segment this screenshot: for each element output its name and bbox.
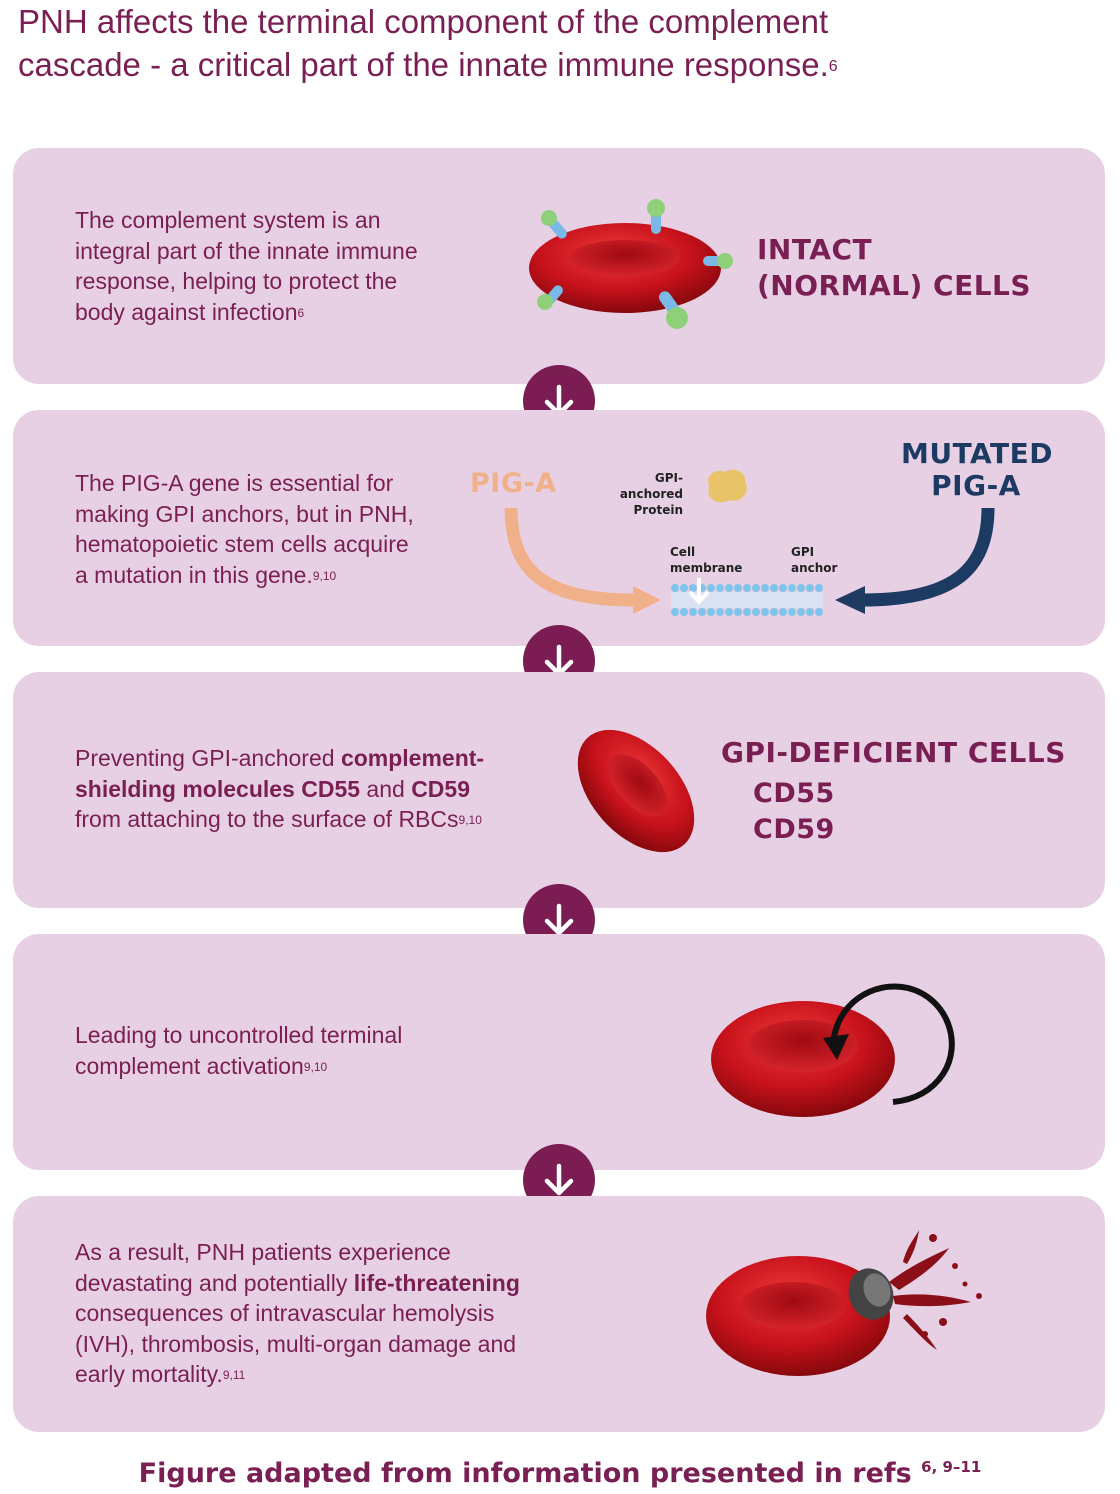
mutated-pig-a-label: MUTATED PIG-A bbox=[901, 437, 1053, 502]
step-panel-4: Leading to uncontrolled terminal complem… bbox=[13, 934, 1105, 1170]
arrow-down-icon bbox=[544, 903, 574, 936]
step-3-text: Preventing GPI-anchored complement- shie… bbox=[75, 745, 485, 832]
step-panel-5: As a result, PNH patients experience dev… bbox=[13, 1196, 1105, 1432]
step-2-text: The PIG-A gene is essential for making G… bbox=[75, 470, 414, 588]
rotation-arrow-icon bbox=[830, 983, 955, 1105]
cell-membrane-label: Cell membrane bbox=[670, 545, 743, 575]
step-panel-1: The complement system is an integral par… bbox=[13, 148, 1105, 384]
step-panel-3: Preventing GPI-anchored complement- shie… bbox=[13, 672, 1105, 908]
intact-cells-label: INTACT (NORMAL) CELLS bbox=[757, 233, 1032, 302]
arrow-down-icon bbox=[544, 1163, 574, 1196]
step-5-text: As a result, PNH patients experience dev… bbox=[75, 1239, 520, 1387]
pig-a-label: PIG-A bbox=[470, 468, 557, 499]
pig-a-pathway-diagram bbox=[504, 507, 995, 616]
pig-a-curved-arrow bbox=[504, 507, 634, 607]
cd55-label: CD55 bbox=[753, 778, 835, 809]
gpi-deficient-red-blood-cell-icon bbox=[577, 729, 695, 853]
hemolysis-red-blood-cell-icon bbox=[706, 1230, 982, 1376]
step-4-text: Leading to uncontrolled terminal complem… bbox=[75, 1022, 403, 1079]
figure-source-footer: Figure adapted from information presente… bbox=[138, 1458, 982, 1489]
title-line-1: PNH affects the terminal component of th… bbox=[18, 3, 829, 40]
activated-red-blood-cell-icon bbox=[711, 983, 955, 1117]
title-ref: 6 bbox=[828, 58, 838, 75]
intact-red-blood-cell-icon bbox=[529, 199, 733, 329]
gpi-anchor-label: GPI anchor bbox=[791, 545, 838, 575]
page-title: PNH affects the terminal component of th… bbox=[18, 0, 1018, 86]
step-1-text: The complement system is an integral par… bbox=[75, 207, 418, 325]
title-line-2: cascade - a critical part of the innate … bbox=[18, 46, 838, 83]
gpi-protein-icon bbox=[708, 469, 747, 503]
gpi-protein-label: GPI-anchored Protein bbox=[619, 471, 683, 517]
cd59-label: CD59 bbox=[753, 814, 835, 845]
gpi-deficient-label: GPI-DEFICIENT CELLS bbox=[721, 736, 1066, 769]
mutated-pig-a-curved-arrow bbox=[862, 507, 995, 607]
step-panel-2: The PIG-A gene is essential for making G… bbox=[13, 410, 1105, 646]
